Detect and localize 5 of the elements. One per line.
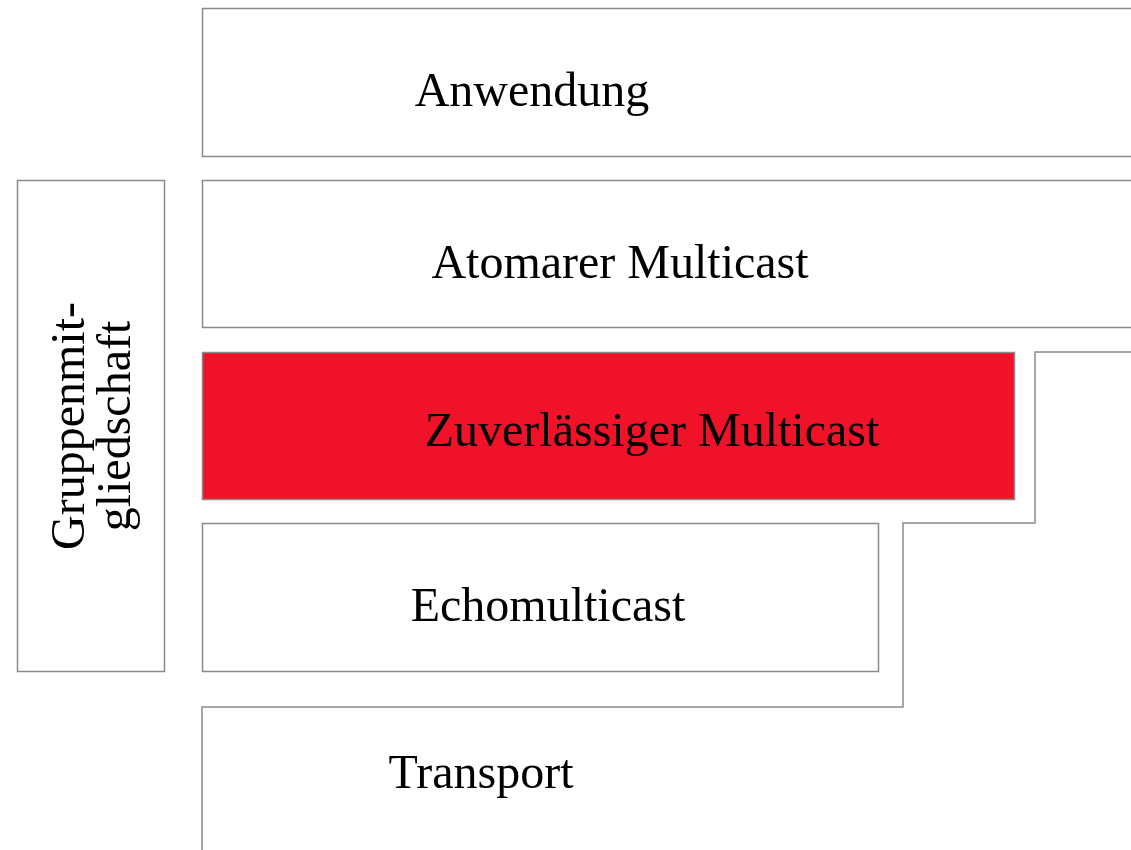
layer-label: Transport [388, 748, 574, 796]
layer-label: Echomulticast [410, 581, 686, 629]
layer-label: Anwendung [414, 66, 650, 114]
layer-label: Zuverlässiger Multicast [424, 406, 880, 454]
layer-label: Atomarer Multicast [431, 238, 809, 286]
